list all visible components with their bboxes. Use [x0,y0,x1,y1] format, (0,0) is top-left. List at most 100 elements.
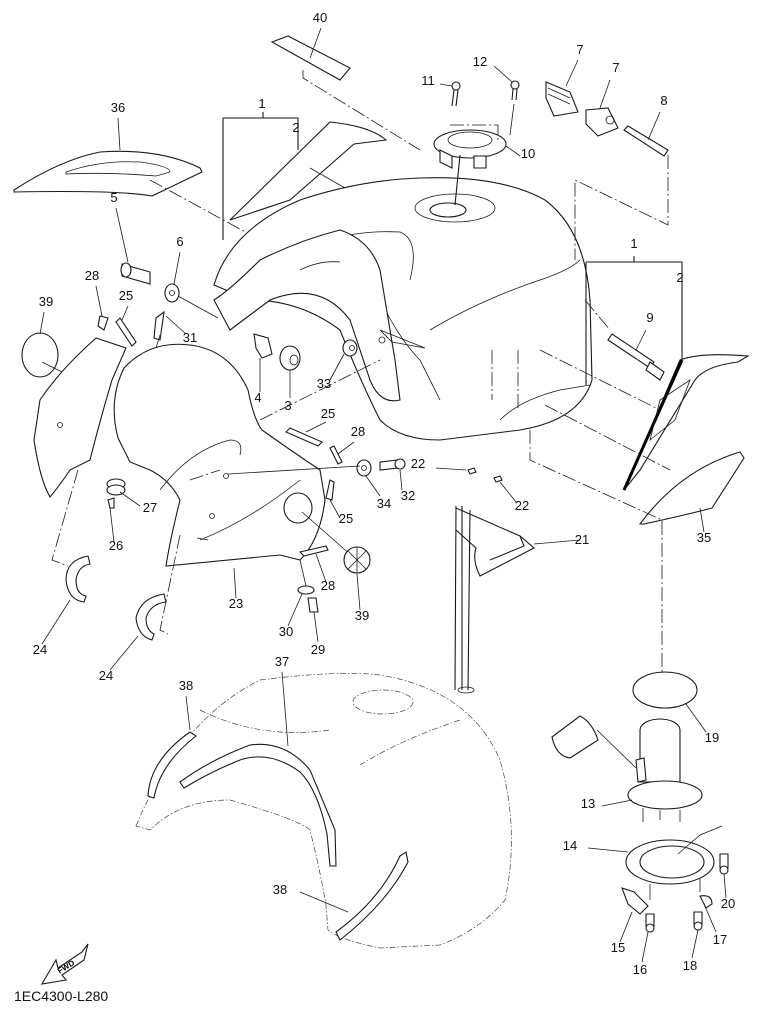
leader-line-5 [115,207,129,263]
callout-10: 10 [521,146,535,161]
part-side-cover-left[interactable] [33,337,127,498]
leader-line-20 [723,873,727,899]
leader-line-11 [439,83,453,87]
part-3-damper[interactable] [279,345,301,371]
callout-12: 12 [473,54,487,69]
part-9-bolt[interactable] [584,299,665,381]
callout-34: 34 [377,496,391,511]
callout-1: 1 [630,236,637,251]
ghost-tank-outline [135,672,512,949]
part-21-hose[interactable] [454,505,581,694]
leader-line-28 [315,553,327,583]
part-7-grommet-b[interactable] [585,107,619,137]
part-24-clip-b[interactable] [135,534,181,641]
part-23-side-cover[interactable] [113,343,381,567]
part-26-collar[interactable] [107,497,115,509]
part-22-clip-b[interactable] [493,475,503,483]
callout-35: 35 [697,530,711,545]
leader-line-23 [233,567,237,599]
leader-line-8 [647,111,661,141]
callout-36: 36 [111,100,125,115]
part-29-screw[interactable] [307,597,319,613]
part-28-damper-a[interactable] [97,315,109,331]
part-39-emblem-badge[interactable] [343,546,371,574]
part-38-seal-bottom[interactable] [335,851,409,941]
callout-25: 25 [119,288,133,303]
part-13-fuel-pump[interactable] [551,715,703,822]
leader-line-24 [41,599,71,645]
part-20-bolt[interactable] [719,853,729,875]
part-7-grommet-a[interactable] [545,81,579,117]
callout-39: 39 [355,608,369,623]
part-25-damper-c[interactable] [325,479,335,501]
part-34-washer[interactable] [356,459,372,477]
part-24-clip-a[interactable] [51,469,91,603]
callout-22: 22 [515,498,529,513]
part-12-screw[interactable] [509,80,520,136]
callout-22: 22 [411,456,425,471]
part-6-washer[interactable] [164,283,219,319]
callout-31: 31 [183,330,197,345]
part-27-grommet[interactable] [106,478,126,496]
part-35-pad[interactable] [638,451,745,525]
part-33-collar[interactable] [342,339,358,357]
part-15-bracket[interactable] [621,887,649,915]
part-5-bolt[interactable] [120,262,151,285]
leader-line-14 [587,847,629,853]
part-2-decal-right[interactable] [539,349,750,491]
callout-28: 28 [85,268,99,283]
part-fuel-tank[interactable] [213,177,593,441]
callout-30: 30 [279,624,293,639]
drawing-code: 1EC4300-L280 [14,988,109,1004]
part-16-bolt[interactable] [645,913,655,933]
part-36-tank-pad[interactable] [13,150,261,241]
leader-line-25 [121,305,129,321]
callout-2: 2 [292,120,299,135]
callout-27: 27 [143,500,157,515]
part-22-clip-a[interactable] [467,467,477,475]
callout-21: 21 [575,532,589,547]
part-38-seal-top[interactable] [147,731,197,799]
callout-leaders [39,27,727,963]
leader-line-22 [435,467,467,471]
leader-line-12 [493,65,513,83]
part-18-bolt[interactable] [693,911,703,931]
callout-11: 11 [421,73,435,88]
leader-line-17 [703,903,717,933]
part-10-fuel-cap[interactable] [433,124,507,206]
part-28-damper-b[interactable] [329,445,343,465]
part-11-screw[interactable] [451,81,461,107]
part-30-washer[interactable] [297,559,315,595]
part-14-gasket-plate[interactable] [625,825,723,900]
callout-9: 9 [646,310,653,325]
part-2-decal-top[interactable] [229,121,388,221]
leader-line-6 [173,251,181,285]
callout-23: 23 [229,596,243,611]
leader-line-36 [117,117,121,151]
part-39-emblem-left[interactable] [21,332,63,378]
part-4-bracket[interactable] [253,333,273,359]
callout-24: 24 [33,642,47,657]
part-17-clamp[interactable] [699,895,713,909]
leader-line-25 [329,499,341,519]
part-39-emblem-circle[interactable] [283,492,353,557]
callout-13: 13 [581,796,595,811]
leader-line-34 [365,475,381,497]
leader-line-38 [185,695,191,731]
callout-16: 16 [633,962,647,977]
callout-1: 1 [258,96,265,111]
callout-37: 37 [275,654,289,669]
leader-line-39 [356,573,361,611]
part-40-decal[interactable] [270,35,421,151]
part-28-damper-c[interactable] [298,545,329,557]
leader-line-13 [601,799,633,807]
part-19-o-ring[interactable] [632,671,698,709]
part-32-bolt[interactable] [227,458,406,475]
part-25-damper-a[interactable] [115,317,137,347]
callout-14: 14 [563,838,577,853]
leader-line-27 [119,491,141,507]
part-8-pin[interactable] [574,125,669,260]
leader-line-7 [599,79,611,109]
part-25-damper-b[interactable] [285,427,323,447]
part-37-seal[interactable] [179,743,337,867]
